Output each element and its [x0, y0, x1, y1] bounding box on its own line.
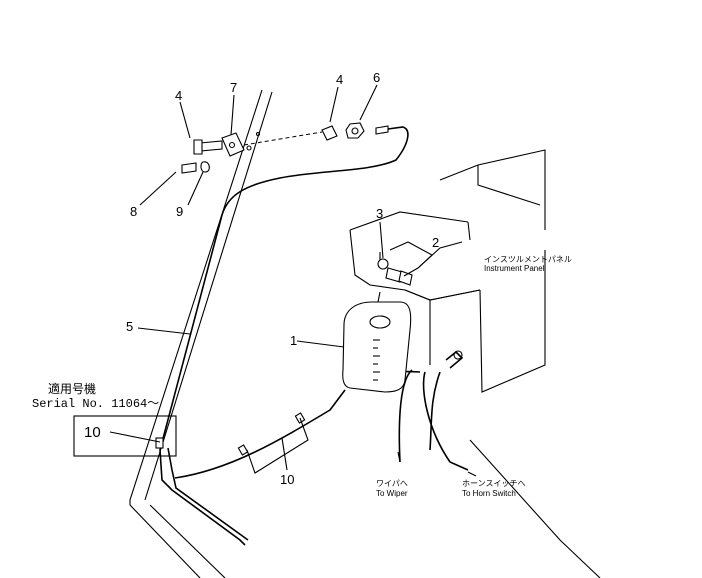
serial-box-callout: 10 — [84, 424, 101, 441]
item-10-bracket — [246, 417, 309, 474]
hose-10 — [174, 389, 346, 479]
clip-3 — [155, 437, 164, 449]
hose-end-6 — [375, 125, 389, 135]
bolt-8 — [181, 162, 197, 174]
callout-2: 2 — [432, 235, 439, 250]
washer-tank — [342, 291, 412, 393]
serial-label-jp: 適用号機 — [48, 381, 96, 397]
horn-switch-label-jp: ホーンスイッチへ — [462, 479, 525, 488]
nut-6 — [345, 122, 365, 139]
cab-frame — [129, 89, 601, 578]
callouts: 1 2 3 4 4 5 6 7 8 9 10 — [126, 70, 439, 487]
hose-clips — [155, 412, 306, 456]
callout-7: 7 — [230, 80, 237, 95]
callout-4-right: 4 — [336, 72, 343, 87]
instrument-panel-label-jp: インスツルメントパネル — [484, 255, 572, 264]
instrument-panel-label-en: Instrument Panel — [484, 264, 545, 273]
hose-to-wiper — [398, 369, 413, 463]
callout-9: 9 — [176, 204, 183, 219]
clip-2 — [237, 444, 249, 456]
wiper-label-jp: ワイパへ — [376, 479, 408, 488]
bracket-hole — [228, 141, 236, 149]
callout-1: 1 — [290, 333, 297, 348]
wiper-label-en: To Wiper — [376, 489, 408, 498]
leader-lines — [137, 84, 477, 477]
panel-fasteners — [377, 258, 413, 286]
screw-2 — [385, 267, 403, 283]
washer-hoses — [159, 126, 469, 546]
serial-label-en: Serial No. 11064～ — [32, 397, 159, 411]
notes: インスツルメントパネル Instrument Panel ワイパへ To Wip… — [32, 255, 572, 498]
instrument-panel-housing — [349, 149, 546, 393]
grommet-3 — [377, 258, 389, 270]
callout-3: 3 — [376, 206, 383, 221]
callout-4-left: 4 — [175, 88, 182, 103]
tank-cap — [369, 315, 391, 329]
callout-5: 5 — [126, 319, 133, 334]
callout-6: 6 — [373, 70, 380, 85]
horn-switch-label-en: To Horn Switch — [462, 489, 516, 498]
hose-5 — [159, 126, 409, 546]
serial-box-frame — [73, 415, 177, 457]
serial-box: 10 — [73, 415, 177, 457]
hole-dot-2 — [255, 131, 261, 137]
bolt-4-right — [321, 125, 338, 141]
hose-to-horn-switch — [422, 371, 469, 471]
bolt-4-left — [199, 140, 223, 152]
assembly-dash-line — [243, 131, 323, 146]
callout-10: 10 — [280, 472, 294, 487]
bracket-plate — [221, 132, 245, 157]
bracket-assembly — [181, 122, 389, 174]
hole-dot-1 — [246, 145, 252, 151]
washer-9 — [200, 161, 210, 173]
callout-8: 8 — [130, 204, 137, 219]
